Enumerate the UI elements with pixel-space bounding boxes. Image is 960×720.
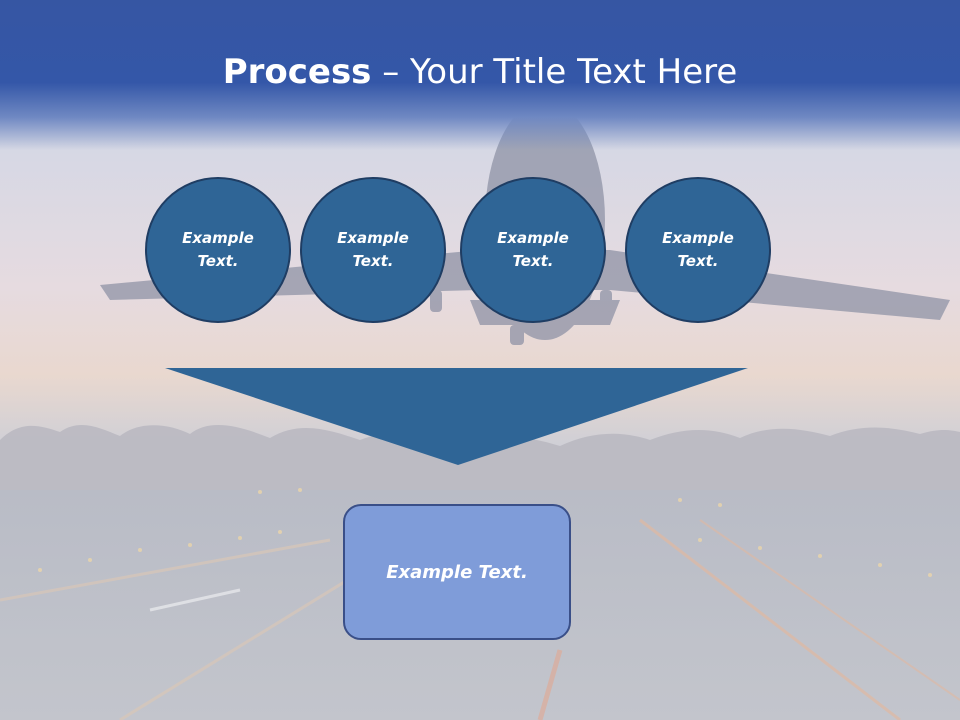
slide-title: Process – Your Title Text Here <box>0 52 960 92</box>
step-circle-2: Example Text. <box>300 177 446 323</box>
step-circle-1-label: Example Text. <box>182 229 254 270</box>
slide-title-rest: – Your Title Text Here <box>371 52 738 92</box>
runway-lights <box>38 488 932 577</box>
step-circle-1: Example Text. <box>145 177 291 323</box>
step-circle-4: Example Text. <box>625 177 771 323</box>
slide-title-bold: Process <box>222 52 372 92</box>
step-circle-2-label: Example Text. <box>337 229 409 270</box>
result-box: Example Text. <box>343 504 571 640</box>
funnel-triangle <box>165 368 748 465</box>
result-box-label: Example Text. <box>386 561 528 583</box>
tree-line <box>0 424 960 500</box>
title-bar <box>0 0 960 150</box>
step-circle-3: Example Text. <box>460 177 606 323</box>
step-circle-3-label: Example Text. <box>497 229 569 270</box>
step-circle-4-label: Example Text. <box>662 229 734 270</box>
